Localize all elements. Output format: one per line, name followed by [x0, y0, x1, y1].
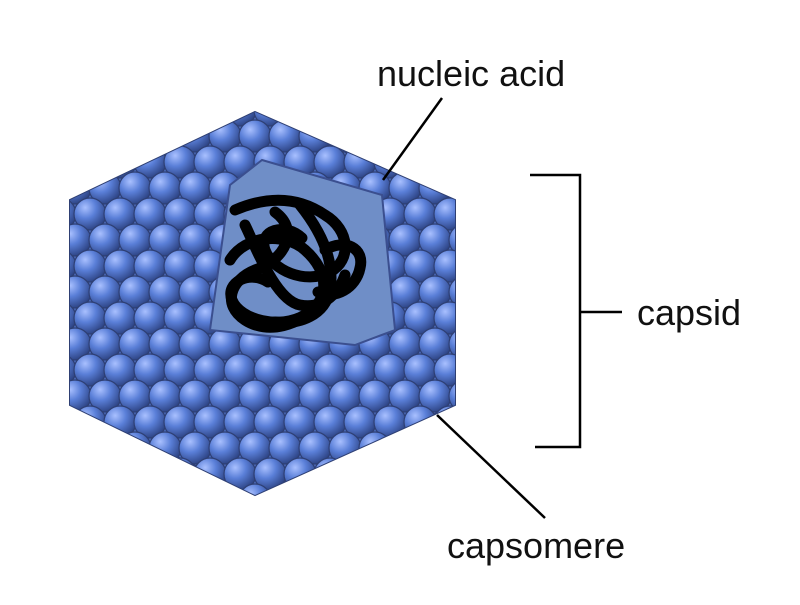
capsomere: [373, 457, 407, 491]
capsomere: [433, 112, 455, 127]
capsomere: [313, 457, 347, 491]
capsomere: [148, 431, 182, 465]
capsomere: [73, 405, 107, 439]
capsomere: [70, 483, 92, 495]
capsomere: [433, 457, 455, 491]
capsomere: [358, 119, 392, 153]
capsomere: [73, 145, 107, 179]
capsomere: [133, 457, 167, 491]
nucleic-acid-pointer: [381, 97, 444, 181]
capsomere: [268, 483, 302, 495]
capsomere: [163, 112, 197, 127]
capsomere: [70, 405, 77, 439]
capsomere: [403, 145, 437, 179]
capsomere: [433, 145, 455, 179]
capsomere: [448, 431, 455, 465]
capsomere: [388, 483, 422, 495]
capsomere: [388, 119, 422, 153]
capsomere: [448, 275, 455, 309]
capsomere: [88, 483, 122, 495]
capsomere: [73, 112, 107, 127]
capsomere: [148, 119, 182, 153]
capsomere: [148, 483, 182, 495]
capsomere: [448, 223, 455, 257]
capsomere: [418, 431, 452, 465]
capsomere: [70, 112, 77, 127]
capsid-label: capsid: [637, 292, 741, 333]
capsomere: [433, 249, 455, 283]
capsomere: [448, 327, 455, 361]
capsomere: [283, 112, 317, 127]
capsomere: [103, 112, 137, 127]
capsomere: [433, 301, 455, 335]
capsomere: [70, 431, 92, 465]
capsomere: [118, 119, 152, 153]
capsomere: [403, 112, 437, 127]
capsomere: [448, 483, 455, 495]
capsid-bracket: [530, 173, 582, 449]
nucleic-acid-label: nucleic acid: [377, 53, 565, 94]
capsomere: [298, 483, 332, 495]
capsomere: [313, 112, 347, 127]
capsomere: [418, 483, 452, 495]
capsomere: [433, 353, 455, 387]
capsomere: [358, 483, 392, 495]
capsomere: [403, 457, 437, 491]
capsomere: [70, 119, 92, 153]
capsomere: [433, 405, 455, 439]
capsomere: [448, 379, 455, 413]
capsomere: [88, 119, 122, 153]
capsomere: [73, 457, 107, 491]
capsomere: [343, 457, 377, 491]
capsomere: [388, 431, 422, 465]
virus-particle: [69, 110, 456, 497]
capsomere-pointer: [436, 414, 546, 519]
capsomere: [343, 112, 377, 127]
capsomere: [238, 483, 272, 495]
capsomere: [133, 112, 167, 127]
capsomere: [328, 483, 362, 495]
capsomere: [373, 112, 407, 127]
nucleic-acid-strand: [224, 194, 367, 333]
capsomere: [208, 483, 242, 495]
capsomere-label: capsomere: [447, 525, 625, 566]
capsomere: [283, 457, 317, 491]
capsomere: [118, 483, 152, 495]
capsomere: [70, 145, 77, 179]
capsomere: [163, 457, 197, 491]
capsomere: [403, 405, 437, 439]
capsomere: [193, 112, 227, 127]
capsomere: [178, 483, 212, 495]
capsomere: [448, 119, 455, 153]
capsomere: [70, 457, 77, 491]
capsomere: [433, 197, 455, 231]
annotation-lines: [381, 97, 622, 519]
capsomere: [103, 457, 137, 491]
capsomere: [88, 431, 122, 465]
